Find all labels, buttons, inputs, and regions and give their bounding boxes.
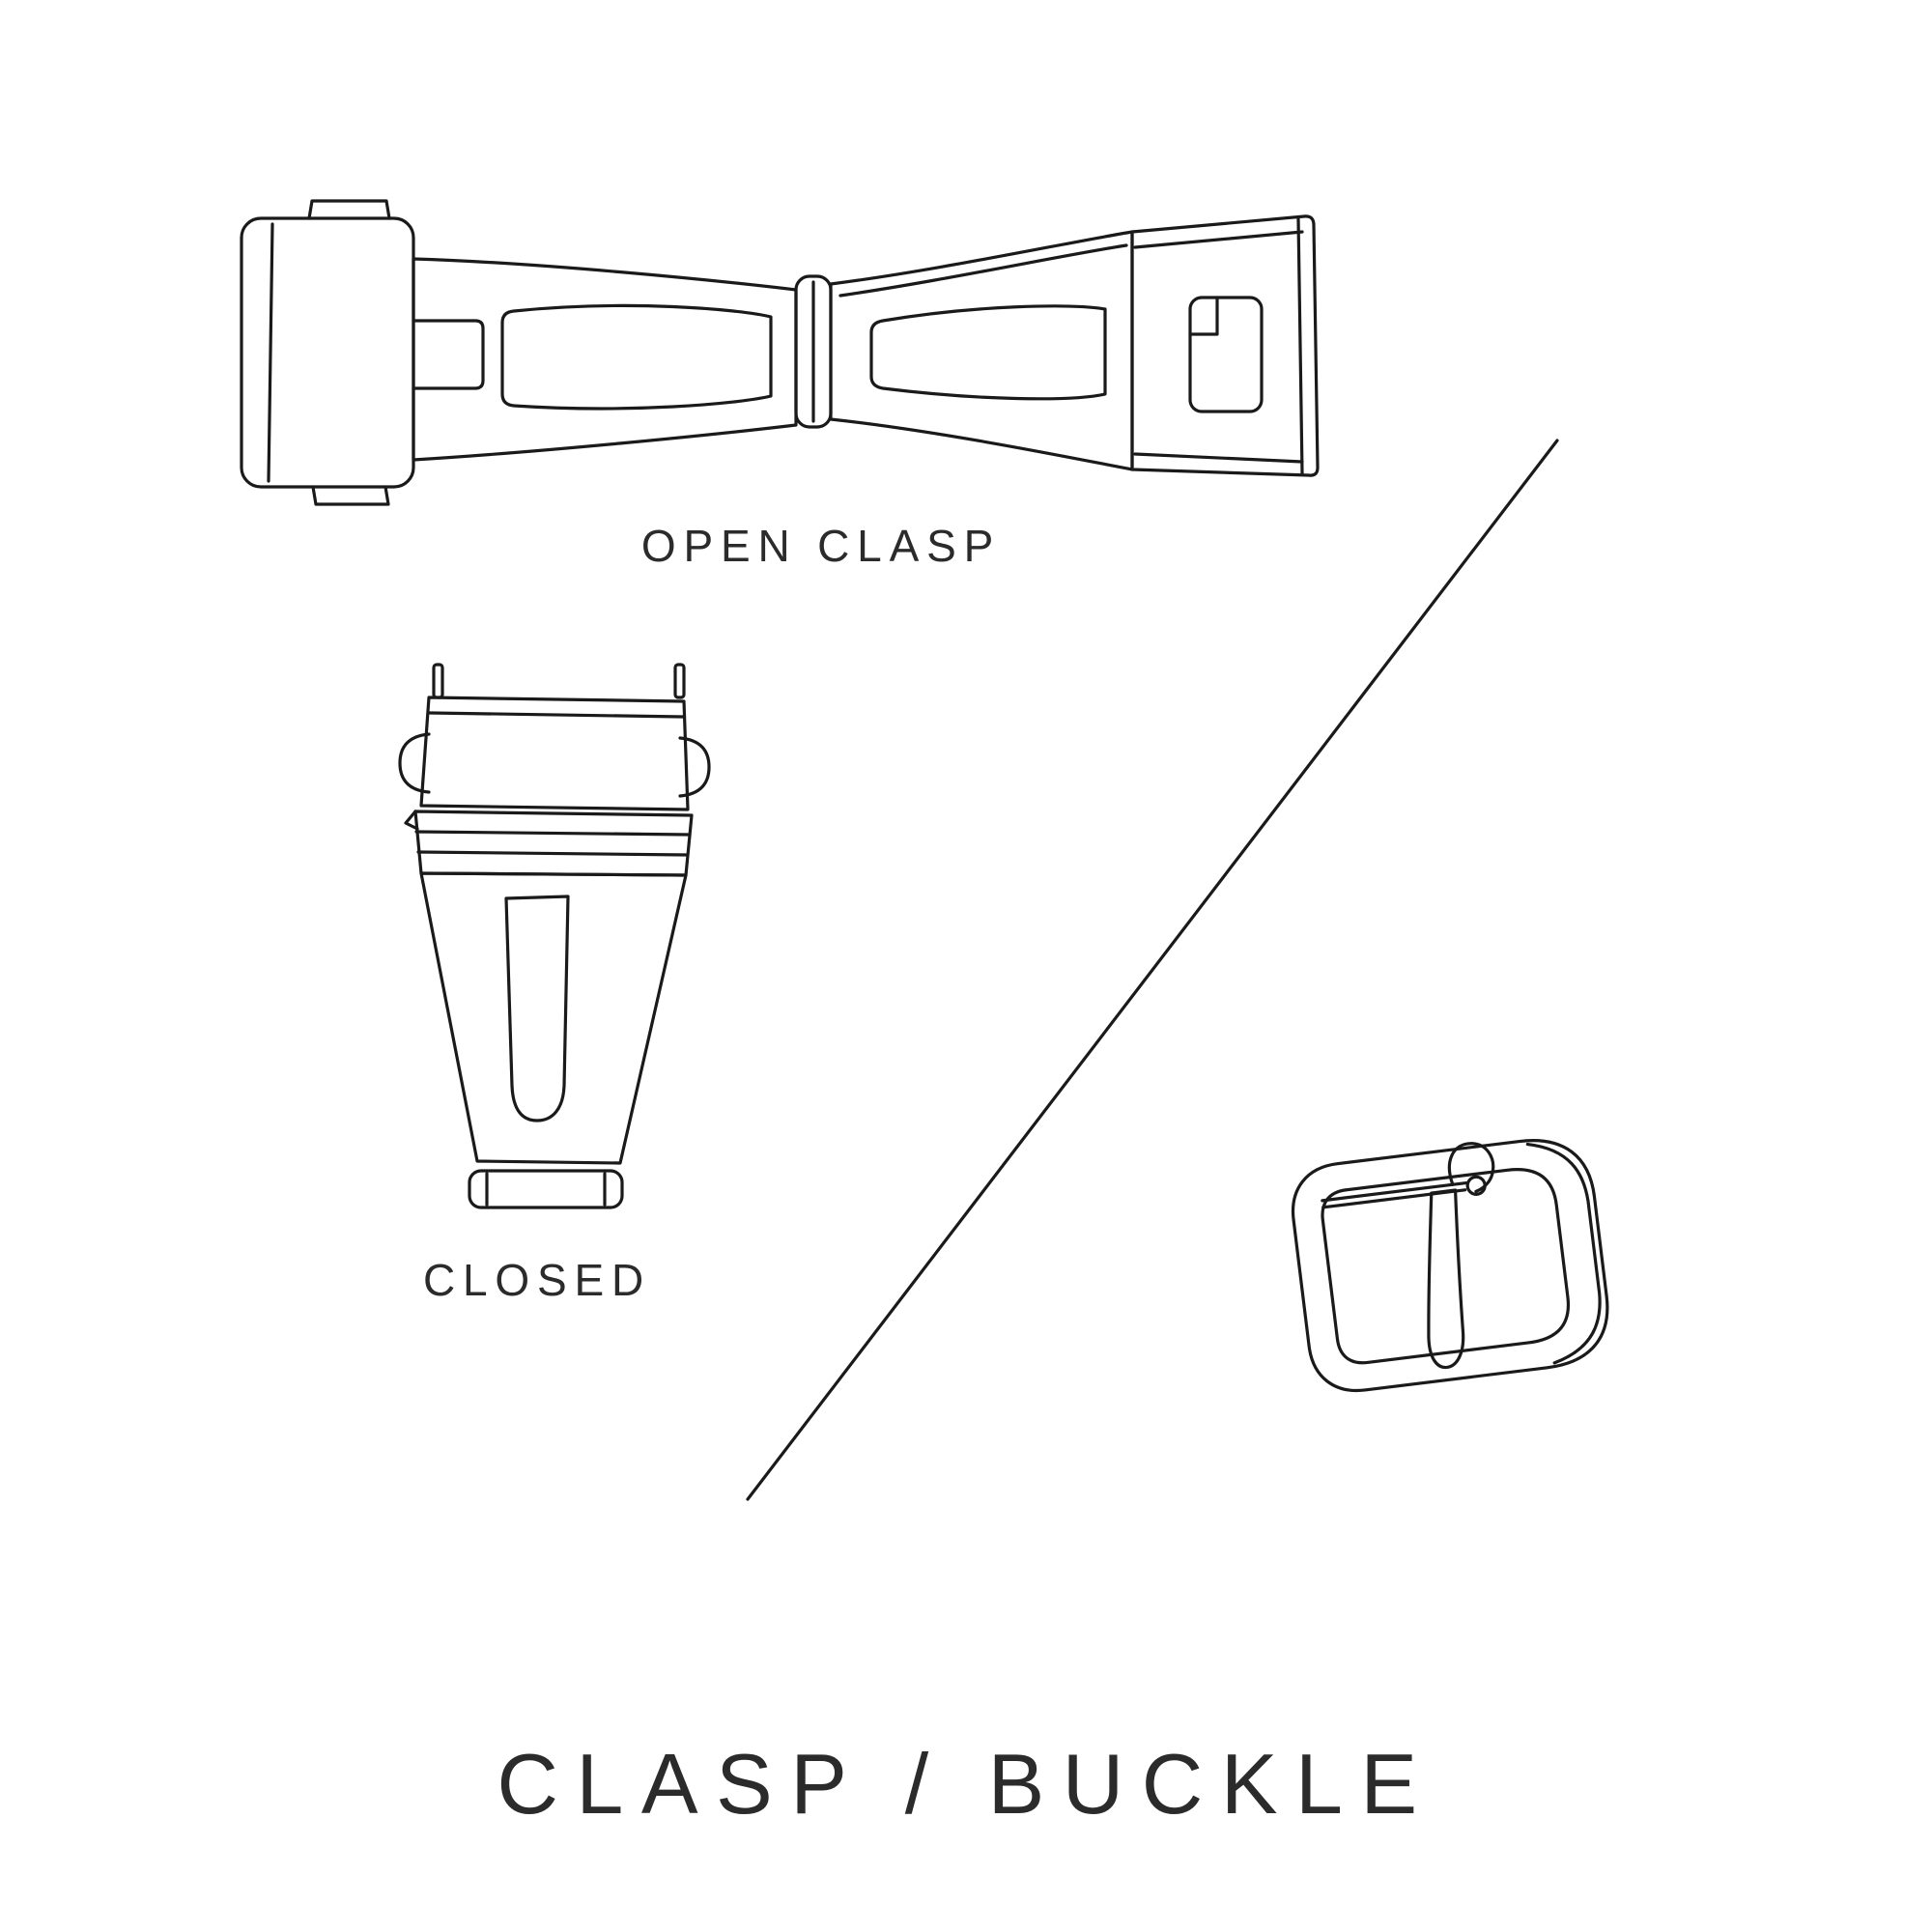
open-clasp-label: OPEN CLASP	[640, 521, 1002, 571]
closed-clasp-cover	[398, 696, 711, 811]
closed-clasp-label: CLOSED	[422, 1255, 652, 1305]
open-clasp-hinge	[794, 274, 833, 429]
buckle-illustration	[1291, 1139, 1609, 1393]
open-clasp-right-end-block	[1130, 214, 1320, 477]
divider-line	[746, 439, 1559, 1501]
closed-clasp-band	[404, 810, 694, 877]
closed-clasp-prongs	[432, 663, 686, 699]
open-clasp-illustration	[240, 199, 1320, 506]
open-clasp-left-end-block	[240, 199, 415, 506]
closed-clasp-end-bar	[468, 1169, 624, 1209]
buckle-frame	[1291, 1139, 1609, 1393]
closed-clasp-illustration	[398, 663, 711, 1209]
closed-clasp-body	[419, 871, 688, 1165]
page-title: CLASP / BUCKLE	[497, 1736, 1435, 1832]
buckle-tongue	[1427, 1142, 1495, 1370]
open-clasp-left-arm	[412, 257, 798, 462]
